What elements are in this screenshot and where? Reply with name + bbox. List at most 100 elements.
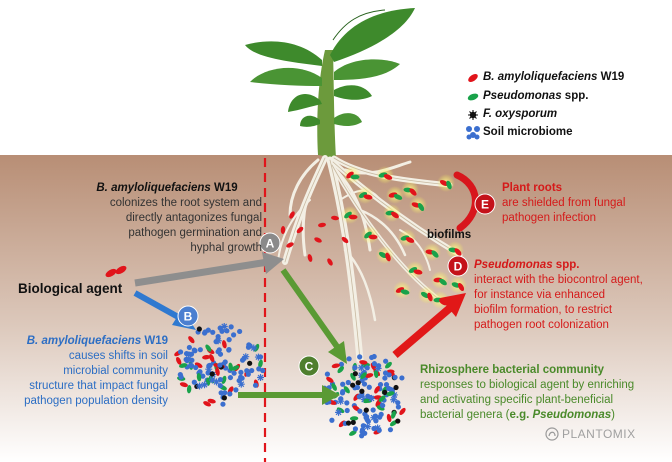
step-b-title-strain: W19 <box>141 335 168 347</box>
biofilm-cell <box>346 171 354 179</box>
soil-microbe <box>371 361 378 367</box>
soil-microbe <box>329 417 335 423</box>
step-c-title: Rhizosphere bacterial community <box>420 364 605 376</box>
pseudomonas-cell <box>391 410 396 419</box>
soil-microbe <box>356 394 362 400</box>
soil-microbe-star <box>205 365 213 373</box>
bacillus-cell <box>188 336 195 344</box>
soil-microbe <box>366 384 372 390</box>
legend-label: F. oxysporum <box>483 108 558 120</box>
fusarium-spore <box>393 384 399 391</box>
legend-f-oxysporum-icon <box>468 110 478 120</box>
step-a-line: directly antagonizes fungal <box>125 212 262 224</box>
soil-microbe <box>386 372 392 378</box>
biofilm-cell <box>439 179 449 187</box>
biofilm-cell <box>405 237 415 243</box>
soil-microbe <box>377 414 383 420</box>
soil-background <box>0 155 672 462</box>
pseudomonas-cell <box>331 383 337 391</box>
fusarium-spore <box>350 382 356 388</box>
leaf <box>245 41 322 66</box>
soil-microbe <box>205 327 211 333</box>
step-circle-c: C <box>298 355 320 377</box>
legend-item-soil: Soil microbiome <box>483 126 572 138</box>
biofilm-cell <box>368 234 378 240</box>
watermark-text: PLANTOMIX <box>562 427 636 441</box>
biofilm-cell <box>409 188 417 196</box>
soil-microbe <box>361 381 368 387</box>
leaf <box>288 93 322 112</box>
biofilm-cell <box>439 278 447 286</box>
step-d-description: Pseudomonas spp. interact with the bioco… <box>474 258 643 333</box>
soil-microbe <box>346 356 352 362</box>
soil-microbe <box>340 381 346 387</box>
leaf <box>334 85 372 100</box>
soil-bacillus-cells <box>280 211 349 266</box>
soil-microbe <box>383 358 389 364</box>
bacillus-cell <box>203 401 211 407</box>
biofilm-cell <box>383 174 393 180</box>
step-d-line: pathogen root colonization <box>474 319 609 331</box>
bacillus-cell <box>194 362 203 368</box>
legend-suffix: spp. <box>561 90 589 102</box>
pseudomonas-cell <box>350 372 356 381</box>
pseudomonas-cell <box>373 369 379 379</box>
step-letter: A <box>266 237 275 251</box>
step-d-line: interact with the biocontrol agent, <box>474 274 643 286</box>
step-d-title-spp: spp. <box>552 259 580 271</box>
pseudomonas-cell <box>221 375 227 384</box>
step-circle-a: A <box>259 232 281 254</box>
step-c-line-eg: e.g. <box>509 409 533 421</box>
soil-microbe <box>218 390 224 396</box>
fusarium-spore <box>395 418 401 424</box>
soil-microbe <box>177 349 184 355</box>
bacillus-cell <box>209 354 215 362</box>
soil-microbe <box>217 325 223 331</box>
soil-microbe <box>217 376 224 383</box>
soil-microbe <box>357 408 363 414</box>
soil-microbe <box>226 346 232 353</box>
bacillus-cell <box>374 386 380 394</box>
soil-microbe <box>217 383 223 389</box>
biofilm-cell <box>348 214 358 220</box>
biofilm-arc <box>453 171 479 232</box>
step-circle-e: E <box>474 193 496 215</box>
soil-microbe <box>392 374 398 380</box>
soil-microbe <box>344 407 350 414</box>
fusarium-spore <box>221 395 227 401</box>
step-e-line: pathogen infection <box>502 212 596 224</box>
step-letter: B <box>184 310 193 324</box>
arrow-red-cluster-to-pseudomonas <box>392 293 466 359</box>
biofilm-cell <box>400 289 410 295</box>
soil-microbe-star <box>374 364 382 372</box>
biofilm-cell <box>393 194 403 200</box>
leaf <box>334 113 362 126</box>
soil-microbe <box>186 351 192 357</box>
biofilm-cell <box>431 250 439 258</box>
fusarium-spore <box>352 371 358 377</box>
bacillus-cell <box>386 413 392 423</box>
soil-microbe <box>213 339 219 345</box>
soil-microbe-star <box>390 396 398 404</box>
bacillus-cell <box>286 242 294 248</box>
pseudomonas-cell <box>231 365 240 371</box>
pseudomonas-cell <box>386 391 395 397</box>
bacillus-cell <box>289 211 295 219</box>
pseudomonas-cell <box>258 359 263 368</box>
bacillus-cell <box>331 363 340 369</box>
soil-microbe <box>227 374 234 381</box>
biofilm-bacteria <box>341 166 467 309</box>
step-a-description: B. amyloliquefaciens W19 colonizes the r… <box>72 181 262 256</box>
leaf <box>250 67 322 86</box>
soil-microbe <box>245 344 252 350</box>
biofilm-cell <box>417 202 425 212</box>
bacillus-cell <box>326 376 334 383</box>
soil-microbe <box>220 401 226 407</box>
pseudomonas-cell <box>186 384 192 394</box>
pseudomonas-cell <box>196 373 202 382</box>
biofilms-label: biofilms <box>427 229 472 241</box>
bacillus-cell <box>280 226 286 234</box>
soil-microbe <box>201 330 208 336</box>
soil-microbe <box>177 371 183 378</box>
